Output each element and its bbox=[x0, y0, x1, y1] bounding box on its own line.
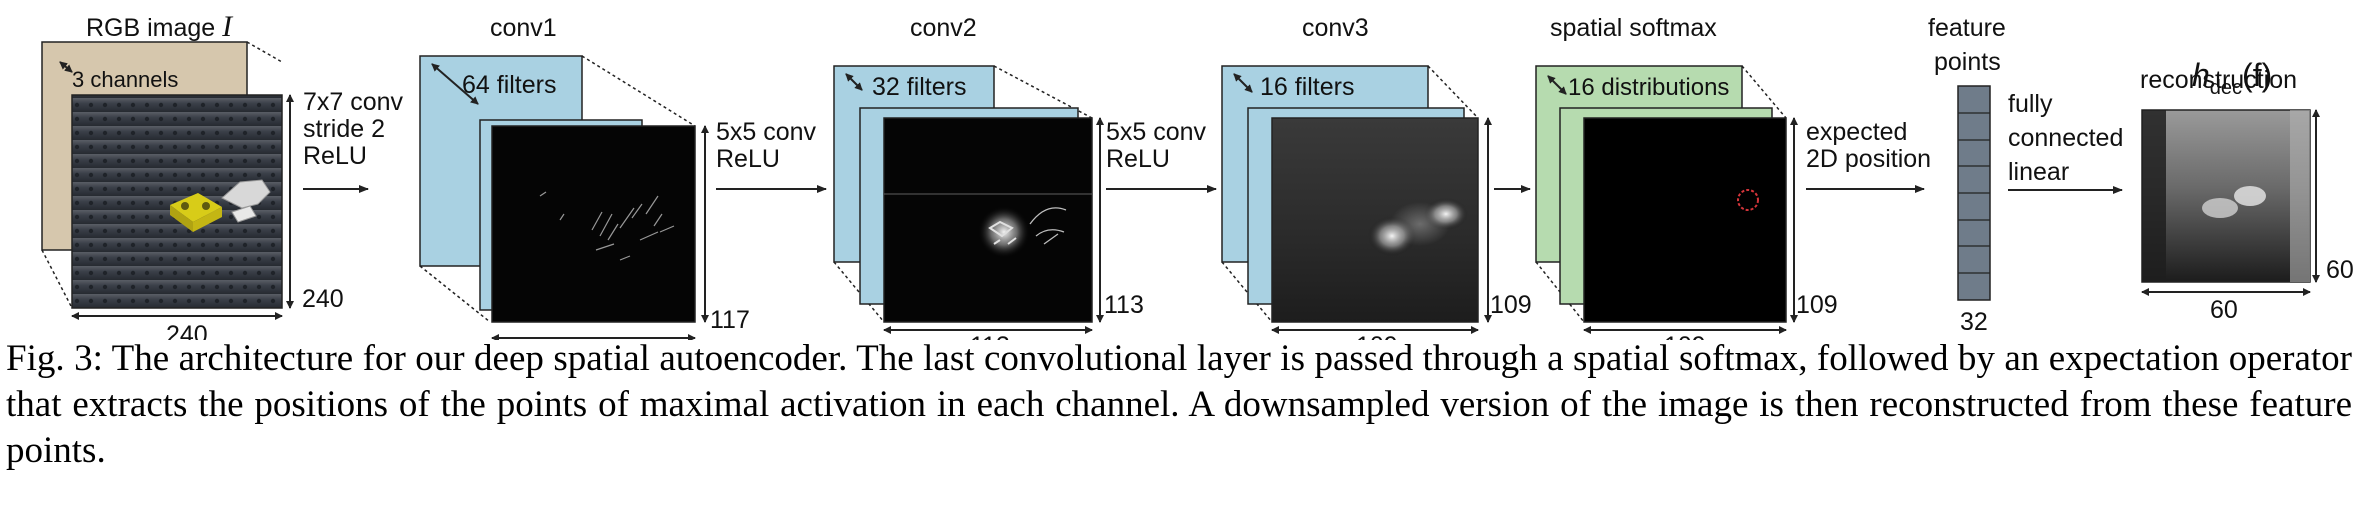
op2-line1: 5x5 conv bbox=[716, 118, 817, 146]
op6-line3: linear bbox=[2008, 158, 2069, 186]
reconstruction-formula: hdec(f) bbox=[2192, 57, 2272, 99]
op1-line2: stride 2 bbox=[303, 115, 385, 143]
caption-label: Fig. 3: bbox=[6, 338, 103, 379]
figure-caption: Fig. 3: The architecture for our deep sp… bbox=[6, 336, 2352, 474]
conv2-stage: conv2 32 filters 113 113 bbox=[833, 14, 1144, 340]
softmax-peak-marker bbox=[1737, 189, 1759, 211]
conv2-title: conv2 bbox=[910, 14, 977, 42]
softmax-activation bbox=[1583, 117, 1787, 323]
conv1-activation bbox=[491, 125, 696, 323]
op1-line3: ReLU bbox=[303, 142, 367, 170]
op-expectation: expected 2D position bbox=[1806, 118, 1931, 193]
op2-line2: ReLU bbox=[716, 145, 780, 173]
op-conv1: 7x7 conv stride 2 ReLU bbox=[303, 88, 404, 193]
input-width-label: 240 bbox=[166, 321, 208, 340]
conv3-filters: 16 filters bbox=[1260, 73, 1354, 101]
feature-title-line2: points bbox=[1934, 48, 2001, 76]
op1-line1: 7x7 conv bbox=[303, 88, 404, 116]
gripper-object bbox=[221, 179, 271, 223]
op3-line2: ReLU bbox=[1106, 145, 1170, 173]
softmax-filters: 16 distributions bbox=[1568, 74, 1729, 101]
op-fully-connected: fully connected linear bbox=[2008, 90, 2123, 194]
reconstruction-height-label: 60 bbox=[2326, 256, 2354, 284]
reconstruction-image bbox=[2141, 109, 2311, 283]
reconstruction-width-label: 60 bbox=[2210, 296, 2238, 324]
conv2-width-label: 113 bbox=[970, 332, 1010, 340]
op5-line1: expected bbox=[1806, 118, 1907, 146]
op6-line2: connected bbox=[2008, 124, 2123, 152]
conv2-height-label: 113 bbox=[1104, 291, 1144, 319]
op3-line1: 5x5 conv bbox=[1106, 118, 1207, 146]
op6-line1: fully bbox=[2008, 90, 2053, 118]
architecture-diagram: RGB image I 3 channels 240 240 7x7 conv … bbox=[41, 10, 2354, 340]
softmax-title: spatial softmax bbox=[1550, 14, 1717, 42]
op-conv2: 5x5 conv ReLU bbox=[716, 118, 827, 193]
input-stage: RGB image I 3 channels 240 240 bbox=[41, 10, 344, 340]
feature-points-column bbox=[1957, 85, 1991, 301]
conv1-height-label: 117 bbox=[710, 306, 750, 334]
reconstruction-stage: reconstruction hdec(f) 60 60 bbox=[2140, 57, 2354, 324]
conv2-filters: 32 filters bbox=[872, 73, 966, 101]
conv1-stage: conv1 64 filters 117 117 bbox=[419, 14, 750, 340]
conv3-stage: conv3 16 filters 109 109 bbox=[1221, 14, 1532, 340]
input-title: RGB image I bbox=[86, 10, 234, 43]
softmax-height-label: 109 bbox=[1796, 291, 1838, 319]
conv3-title: conv3 bbox=[1302, 14, 1369, 42]
op-conv3: 5x5 conv ReLU bbox=[1106, 118, 1217, 193]
softmax-width-label: 109 bbox=[1664, 332, 1706, 340]
reconstruction-title: reconstruction bbox=[2140, 66, 2297, 94]
input-height-label: 240 bbox=[302, 285, 344, 313]
feature-points-stage: feature points 32 bbox=[1928, 14, 2006, 336]
softmax-stage: spatial softmax 16 distributions 109 109 bbox=[1535, 14, 1838, 340]
caption-text: The architecture for our deep spatial au… bbox=[6, 338, 2352, 471]
conv1-filters: 64 filters bbox=[462, 71, 556, 99]
feature-count-label: 32 bbox=[1960, 308, 1988, 336]
yellow-block-object bbox=[170, 193, 222, 232]
conv3-width-label: 109 bbox=[1356, 332, 1398, 340]
op5-line2: 2D position bbox=[1806, 145, 1931, 173]
feature-title-line1: feature bbox=[1928, 14, 2006, 42]
conv1-title: conv1 bbox=[490, 14, 557, 42]
conv3-height-label: 109 bbox=[1490, 291, 1532, 319]
input-channels: 3 channels bbox=[72, 67, 178, 92]
